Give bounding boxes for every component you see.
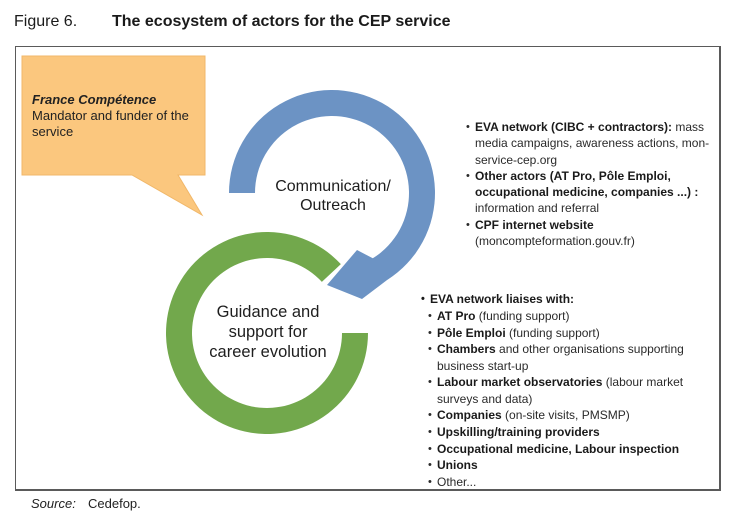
callout-description: Mandator and funder of the service [32, 108, 189, 139]
outreach-label-line: Communication/ [275, 178, 391, 195]
outreach-label-line: Outreach [300, 197, 366, 214]
liaison-partner: AT Pro [437, 309, 476, 323]
figure-number: Figure 6. [14, 13, 78, 30]
liaison-detail: Other... [437, 475, 477, 490]
actor-role: information and referral [475, 201, 600, 216]
liaisons-list: AT Pro (funding support) Pôle Emploi (fu… [428, 308, 718, 491]
source-note: Source: Cedefop. [31, 496, 141, 511]
liaison-item: Occupational medicine, Labour inspection [428, 441, 718, 458]
callout-text: France Compétence Mandator and funder of… [32, 92, 204, 140]
liaison-partner: Occupational medicine, Labour inspection [437, 441, 680, 456]
liaison-partner: Unions [437, 458, 478, 473]
outreach-actors-list: EVA network (CIBC + contractors): mass m… [466, 119, 721, 249]
callout-title: France Compétence [32, 92, 157, 107]
liaison-item: Upskilling/training providers [428, 424, 718, 441]
liaison-item: AT Pro (funding support) [428, 308, 718, 325]
actor-name: EVA network (CIBC + contractors): [475, 120, 673, 134]
liaison-partner: Chambers [437, 342, 496, 357]
liaison-partner: Companies [437, 408, 502, 423]
liaison-item: Unions [428, 457, 718, 474]
guidance-label-line: support for [228, 323, 308, 341]
liaison-item: Other... [428, 474, 718, 491]
figure-caption: Figure 6. The ecosystem of actors for the… [14, 13, 451, 31]
source-value: Cedefop. [88, 496, 141, 511]
liaison-detail: (on-site visits, PMSMP) [501, 408, 630, 423]
guidance-label-line: career evolution [209, 343, 327, 361]
liaison-item: Companies (on-site visits, PMSMP) [428, 407, 718, 424]
liaison-partner: Labour market observatories [437, 375, 603, 390]
liaison-item: Labour market observatories (labour mark… [428, 374, 718, 407]
outreach-label: Communication/ Outreach [262, 177, 404, 215]
liaisons-heading: EVA network liaises with: [421, 291, 574, 308]
actor-name: CPF internet website [475, 217, 594, 232]
guidance-label-line: Guidance and [216, 303, 320, 321]
source-label: Source: [31, 496, 76, 511]
outreach-actor-item: EVA network (CIBC + contractors): mass m… [466, 119, 721, 168]
actor-name: Other actors (AT Pro, Pôle Emploi, occup… [475, 168, 699, 200]
liaison-detail: (funding support) [475, 309, 570, 323]
actor-role: (moncompteformation.gouv.fr) [475, 234, 635, 249]
actor-role: mass media campaigns, awareness actions,… [475, 120, 710, 167]
guidance-label: Guidance and support for career evolutio… [194, 302, 342, 362]
figure-title: The ecosystem of actors for the CEP serv… [112, 13, 451, 30]
liaison-item: Chambers and other organisations support… [428, 341, 718, 374]
liaison-detail: (funding support) [505, 325, 600, 340]
liaison-item: Pôle Emploi (funding support) [428, 325, 718, 342]
liaison-partner: Pôle Emploi [437, 325, 506, 340]
liaison-detail: and other organisations supporting busin… [437, 342, 684, 373]
outreach-actor-item: CPF internet website (moncompteformation… [466, 217, 721, 250]
liaison-detail: (labour market surveys and data) [437, 375, 684, 406]
outreach-actor-item: Other actors (AT Pro, Pôle Emploi, occup… [466, 168, 721, 217]
france-competence-callout [21, 55, 206, 217]
liaison-partner: Upskilling/training providers [437, 425, 600, 440]
